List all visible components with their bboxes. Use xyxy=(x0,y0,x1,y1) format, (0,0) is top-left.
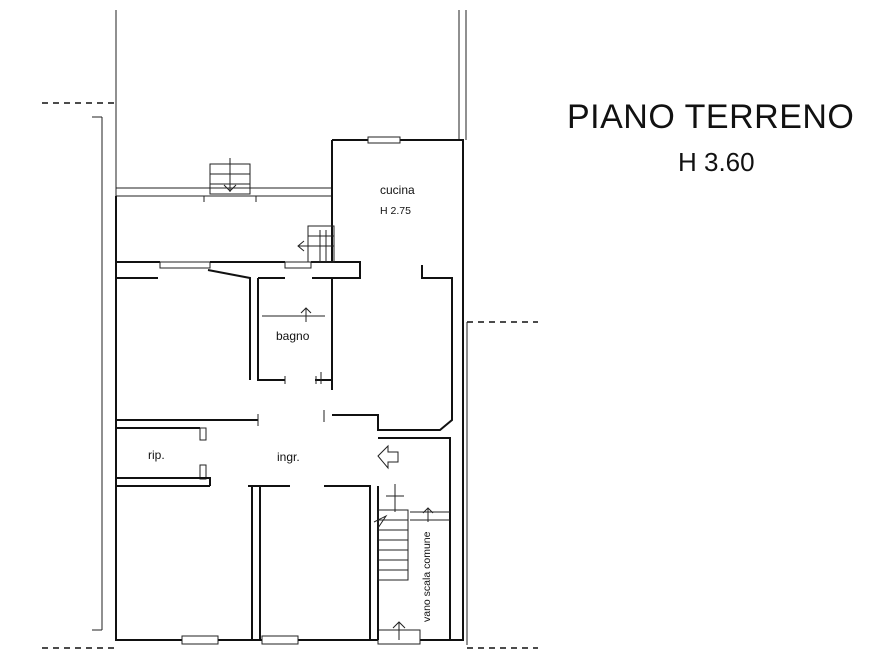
kitchen-stair xyxy=(297,225,335,263)
door-openings xyxy=(257,376,325,426)
courtyard-lines xyxy=(92,10,468,645)
internal-walls xyxy=(116,261,453,640)
boundary-dashes xyxy=(42,102,538,649)
room-label-bagno: bagno xyxy=(276,329,310,343)
floor-title: PIANO TERRENO xyxy=(567,98,855,136)
room-label-rip: rip. xyxy=(148,448,165,462)
room-height-cucina: H 2.75 xyxy=(380,205,411,217)
room-label-vano-scala: vano scala comune xyxy=(421,531,433,622)
entrance-arrow-icon xyxy=(377,444,399,470)
room-label-ingr: ingr. xyxy=(277,450,300,464)
room-label-cucina: cucina xyxy=(380,183,415,197)
outer-walls xyxy=(115,136,464,645)
floor-height: H 3.60 xyxy=(678,147,755,177)
balcony xyxy=(115,158,333,202)
common-staircase xyxy=(373,484,434,581)
